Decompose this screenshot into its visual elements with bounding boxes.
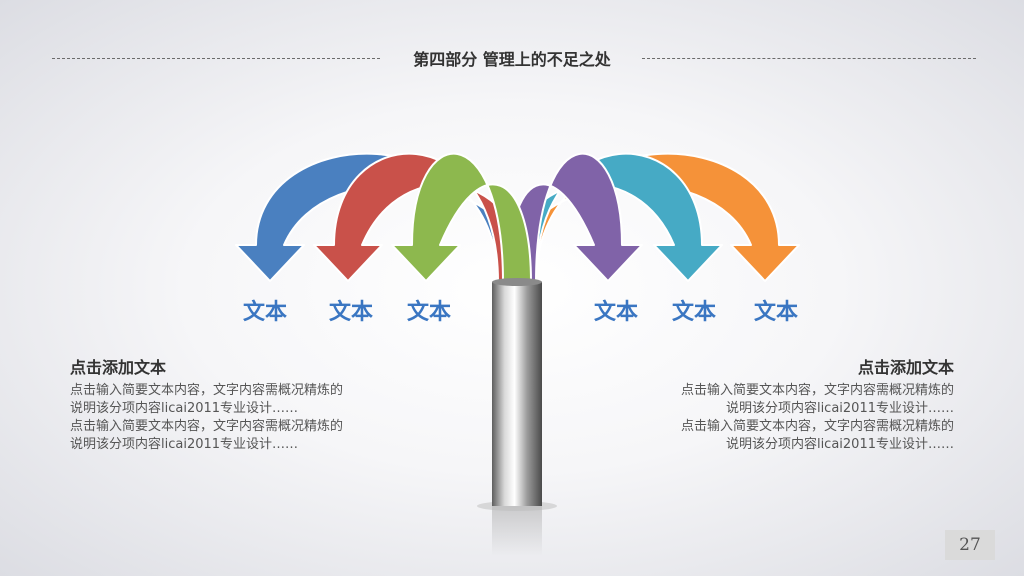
silver-pipe bbox=[492, 282, 542, 506]
right-text-block: 点击添加文本 点击输入简要文本内容，文字内容需概况精炼的 说明该分项内容lica… bbox=[614, 354, 954, 454]
arrow-label-1: 文本 bbox=[242, 300, 287, 325]
right-block-line: 说明该分项内容licai2011专业设计…… bbox=[725, 437, 954, 452]
pipe-top bbox=[492, 278, 542, 286]
arrow-green bbox=[391, 152, 532, 283]
arrow-label-2: 文本 bbox=[328, 300, 373, 325]
right-block-line: 点击输入简要文本内容，文字内容需概况精炼的 bbox=[680, 383, 954, 398]
right-block-title: 点击添加文本 bbox=[857, 358, 954, 377]
left-text-block: 点击添加文本 点击输入简要文本内容，文字内容需概况精炼的 说明该分项内容lica… bbox=[70, 354, 410, 454]
header-divider-left bbox=[52, 58, 380, 59]
page-number: 27 bbox=[945, 530, 995, 560]
arrow-label-5: 文本 bbox=[671, 300, 716, 325]
arrows-layer bbox=[235, 152, 800, 283]
page-title: 第四部分 管理上的不足之处 bbox=[413, 50, 611, 69]
arrow-label-6: 文本 bbox=[753, 300, 798, 325]
left-block-line: 点击输入简要文本内容，文字内容需概况精炼的 bbox=[70, 383, 344, 398]
right-block-line: 点击输入简要文本内容，文字内容需概况精炼的 bbox=[680, 419, 954, 434]
left-block-line: 说明该分项内容licai2011专业设计…… bbox=[70, 437, 299, 452]
pipe-reflection bbox=[492, 506, 542, 556]
arrow-purple bbox=[507, 152, 643, 283]
left-block-line: 说明该分项内容licai2011专业设计…… bbox=[70, 401, 299, 416]
left-block-line: 点击输入简要文本内容，文字内容需概况精炼的 bbox=[70, 419, 344, 434]
header-divider-right bbox=[642, 58, 976, 59]
left-block-title: 点击添加文本 bbox=[70, 358, 167, 377]
arrow-label-3: 文本 bbox=[406, 300, 451, 325]
right-block-line: 说明该分项内容licai2011专业设计…… bbox=[725, 401, 954, 416]
arrow-label-4: 文本 bbox=[593, 300, 638, 325]
